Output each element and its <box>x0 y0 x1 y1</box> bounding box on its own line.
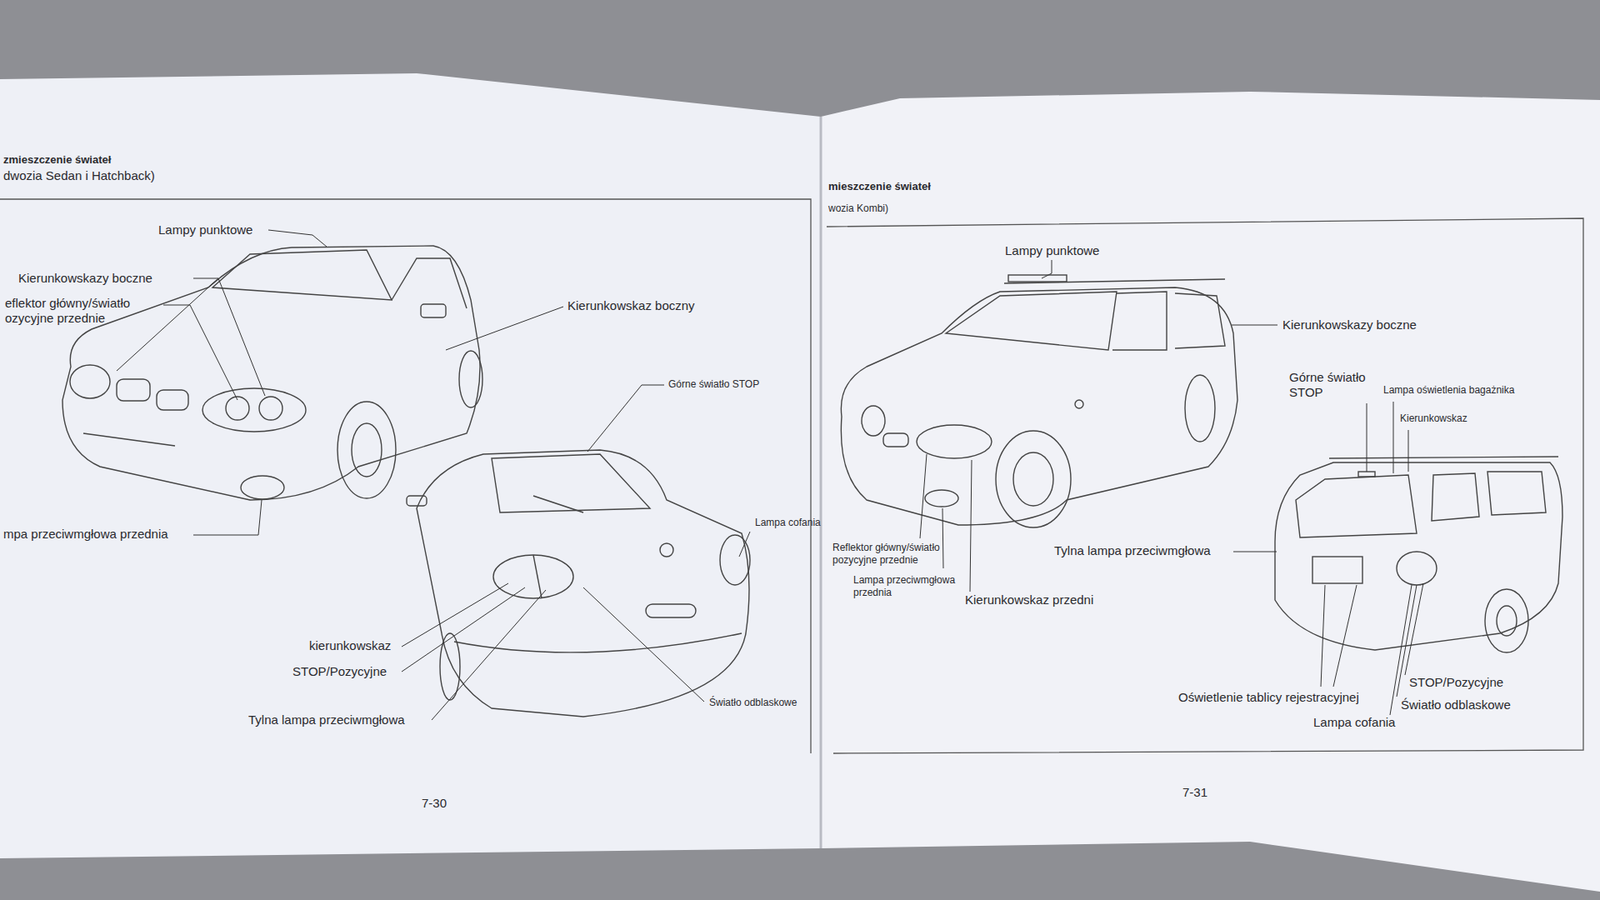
part-label: Tylna lampa przeciwmgłowa <box>248 712 405 728</box>
part-label: kierunkowskaz <box>309 638 391 654</box>
part-label: Kierunkowskazy boczne <box>18 270 153 286</box>
part-label: mieszczenie świateł <box>828 180 931 193</box>
part-label: Kierunkowskaz boczny <box>567 298 695 314</box>
part-label: Reflektor główny/światło pozycyjne przed… <box>832 541 950 567</box>
part-label: Lampa cofania <box>755 516 821 530</box>
part-label: Lampy punktowe <box>158 222 253 238</box>
right-page <box>820 91 1600 892</box>
part-label: Górne światło STOP <box>668 378 760 391</box>
part-label: STOP/Pozycyjne <box>1409 675 1504 690</box>
part-label: Lampa oświetlenia bagażnika <box>1383 384 1515 397</box>
part-label: Światło odblaskowe <box>709 696 797 710</box>
part-label: Kierunkowskazy boczne <box>1282 317 1417 333</box>
leader-lines <box>116 230 1424 720</box>
part-label: Lampa cofania <box>1313 715 1395 730</box>
part-label: mpa przeciwmgłowa przednia <box>3 526 169 542</box>
frame <box>826 218 1584 754</box>
car-drawings <box>62 245 1563 717</box>
part-label: Lampa przeciwmgłowa przednia <box>853 574 962 600</box>
part-label: Górne światło STOP <box>1289 370 1369 400</box>
part-label: Tylna lampa przeciwmgłowa <box>1054 543 1211 559</box>
left-page <box>0 73 821 859</box>
part-label: eflektor główny/światło ozycyjne przedni… <box>5 295 151 326</box>
part-label: Lampy punktowe <box>1005 243 1100 259</box>
part-label: dwozia Sedan i Hatchback) <box>3 168 155 184</box>
part-label: STOP/Pozycyjne <box>292 664 387 680</box>
part-label: Światło odblaskowe <box>1400 697 1511 713</box>
frame <box>0 199 811 754</box>
part-label: zmieszczenie świateł <box>3 152 111 168</box>
page-number: 7-30 <box>421 795 447 811</box>
part-label: wozia Kombi) <box>828 202 889 215</box>
part-label: Oświetlenie tablicy rejestracyjnej <box>1178 690 1360 705</box>
part-label: Kierunkowskaz przedni <box>965 592 1094 608</box>
part-label: Kierunkowskaz <box>1400 412 1468 425</box>
book-fold <box>820 116 823 849</box>
page-number: 7-31 <box>1182 785 1208 800</box>
